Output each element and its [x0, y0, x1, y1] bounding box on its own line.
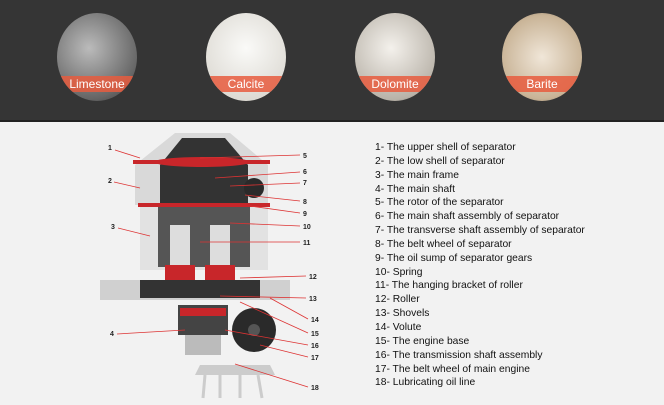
legend-item: 4- The main shaft [375, 183, 455, 195]
legend-item: 1- The upper shell of separator [375, 142, 516, 153]
legend-item: 11- The hanging bracket of roller [375, 280, 523, 292]
callout-11: 11 [303, 240, 311, 247]
legend-item: 2- The low shell of separator [375, 155, 505, 167]
callout-9: 9 [303, 211, 307, 218]
callout-10: 10 [303, 224, 311, 231]
parts-legend: 1- The upper shell of separator 2- The l… [375, 141, 585, 390]
callout-7: 7 [303, 180, 307, 187]
legend-item: 6- The main shaft assembly of separator [375, 211, 560, 223]
callout-13: 13 [309, 296, 317, 303]
callout-1: 1 [108, 145, 112, 152]
material-limestone[interactable]: Limestone [57, 13, 137, 101]
legend-item: 15- The engine base [375, 335, 470, 347]
callout-5: 5 [303, 153, 307, 160]
callout-6: 6 [303, 169, 307, 176]
legend-item: 7- The transverse shaft assembly of sepa… [375, 225, 585, 237]
material-label: Calcite [206, 76, 286, 92]
material-label: Barite [502, 76, 582, 92]
legend-item: 8- The belt wheel of separator [375, 238, 512, 250]
callout-3: 3 [111, 224, 115, 231]
callout-16: 16 [311, 343, 319, 350]
legend-item: 14- Volute [375, 321, 422, 333]
callout-17: 17 [311, 355, 319, 362]
legend-item: 3- The main frame [375, 169, 459, 181]
mill-illustration [100, 133, 290, 399]
legend-item: 13- Shovels [375, 308, 430, 320]
material-label: Dolomite [355, 76, 435, 92]
material-calcite[interactable]: Calcite [206, 13, 286, 101]
legend-item: 10- Spring [375, 266, 423, 278]
callout-lines [113, 149, 309, 388]
legend-item: 17- The belt wheel of main engine [375, 363, 530, 375]
material-barite[interactable]: Barite [502, 13, 582, 101]
material-dolomite[interactable]: Dolomite [355, 13, 435, 101]
legend-item: 16- The transmission shaft assembly [375, 349, 543, 361]
callout-15: 15 [311, 331, 319, 338]
callout-12: 12 [309, 274, 317, 281]
callout-14: 14 [311, 317, 319, 324]
legend-item: 5- The rotor of the separator [375, 197, 504, 209]
callout-2: 2 [108, 178, 112, 185]
callout-8: 8 [303, 199, 307, 206]
legend-item: 12- Roller [375, 294, 420, 306]
callout-18: 18 [311, 385, 319, 392]
legend-item: 18- Lubricating oil line [375, 377, 476, 389]
material-label: Limestone [57, 76, 137, 92]
callout-4: 4 [110, 331, 114, 338]
legend-item: 9- The oil sump of separator gears [375, 252, 533, 264]
diagram-area [0, 122, 664, 405]
materials-banner: Limestone Calcite Dolomite Barite [0, 0, 664, 122]
